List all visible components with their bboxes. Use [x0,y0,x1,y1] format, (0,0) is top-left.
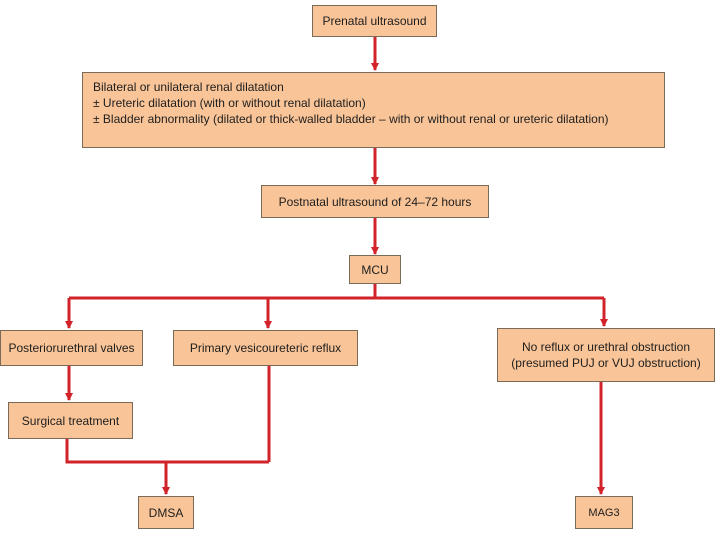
node-renal-dilatation: Bilateral or unilateral renal dilatation… [82,72,665,148]
node-surgical-treatment: Surgical treatment [8,402,133,439]
node-posterior-urethral-valves-label: Posteriorurethral valves [8,341,135,355]
node-no-reflux-line1: No reflux or urethral obstruction [521,340,691,354]
node-prenatal-ultrasound: Prenatal ultrasound [312,5,437,37]
node-renal-dilatation-line3: ± Bladder abnormality (dilated or thick-… [93,112,609,126]
node-posterior-urethral-valves: Posteriorurethral valves [0,330,143,366]
node-postnatal-ultrasound: Postnatal ultrasound of 24–72 hours [261,185,489,218]
node-mcu-label: MCU [361,262,389,277]
node-dmsa-label: DMSA [148,505,184,520]
connector-surgical-to-join [65,439,269,464]
node-renal-dilatation-line2: ± Ureteric dilatation (with or without r… [93,96,366,110]
node-dmsa: DMSA [138,496,194,529]
node-no-reflux: No reflux or urethral obstruction (presu… [497,328,715,382]
node-primary-vesicoureteric-reflux-label: Primary vesicoureteric reflux [189,341,342,355]
node-prenatal-ultrasound-label: Prenatal ultrasound [322,14,427,28]
node-postnatal-ultrasound-label: Postnatal ultrasound of 24–72 hours [278,194,472,209]
node-no-reflux-line2: (presumed PUJ or VUJ obstruction) [511,356,701,370]
node-mcu: MCU [349,255,401,284]
node-primary-vesicoureteric-reflux: Primary vesicoureteric reflux [173,330,358,366]
node-mag3: MAG3 [575,496,633,529]
node-mag3-label: MAG3 [588,506,620,519]
node-renal-dilatation-line1: Bilateral or unilateral renal dilatation [93,80,284,94]
node-surgical-treatment-label: Surgical treatment [21,413,120,428]
